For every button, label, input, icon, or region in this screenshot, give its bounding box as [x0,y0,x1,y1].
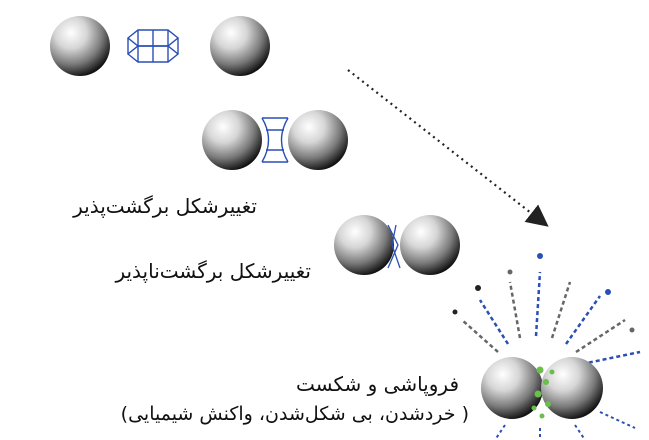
sphere-right [400,215,460,275]
sphere-right [210,16,270,76]
crushed-cage [387,224,401,269]
sphere-left [481,357,543,419]
squeezed-cage [261,117,289,163]
progress-arrow [347,69,549,227]
debris-dot [605,289,611,295]
debris-dot [452,309,458,315]
sphere-left [334,215,394,275]
debris-dot [629,327,635,333]
green-fragments [531,366,555,419]
lower-debris [494,411,636,440]
sphere-left [50,16,110,76]
debris-dot [507,269,513,275]
sphere-left [202,110,262,170]
label-irreversible-deformation: تغییرشکل برگشت‌ناپذیر [115,259,311,283]
label-reversible-deformation: تغییرشکل برگشت‌پذیر [73,194,257,218]
stage-irreversible [334,215,460,275]
debris-dot [537,253,543,259]
label-fragmentation-detail: ( خردشدن، بی شکل‌شدن، واکنش شیمیایی) [120,403,469,425]
molecule-cage [126,29,180,63]
sphere-right [288,110,348,170]
debris-dot [475,285,481,291]
label-fragmentation: فروپاشی و شکست [296,372,459,396]
stage-fragmentation [452,253,641,440]
stage-reversible [202,110,348,170]
sphere-right [541,357,603,419]
stage-approach [50,16,270,76]
debris-spray [452,253,641,366]
